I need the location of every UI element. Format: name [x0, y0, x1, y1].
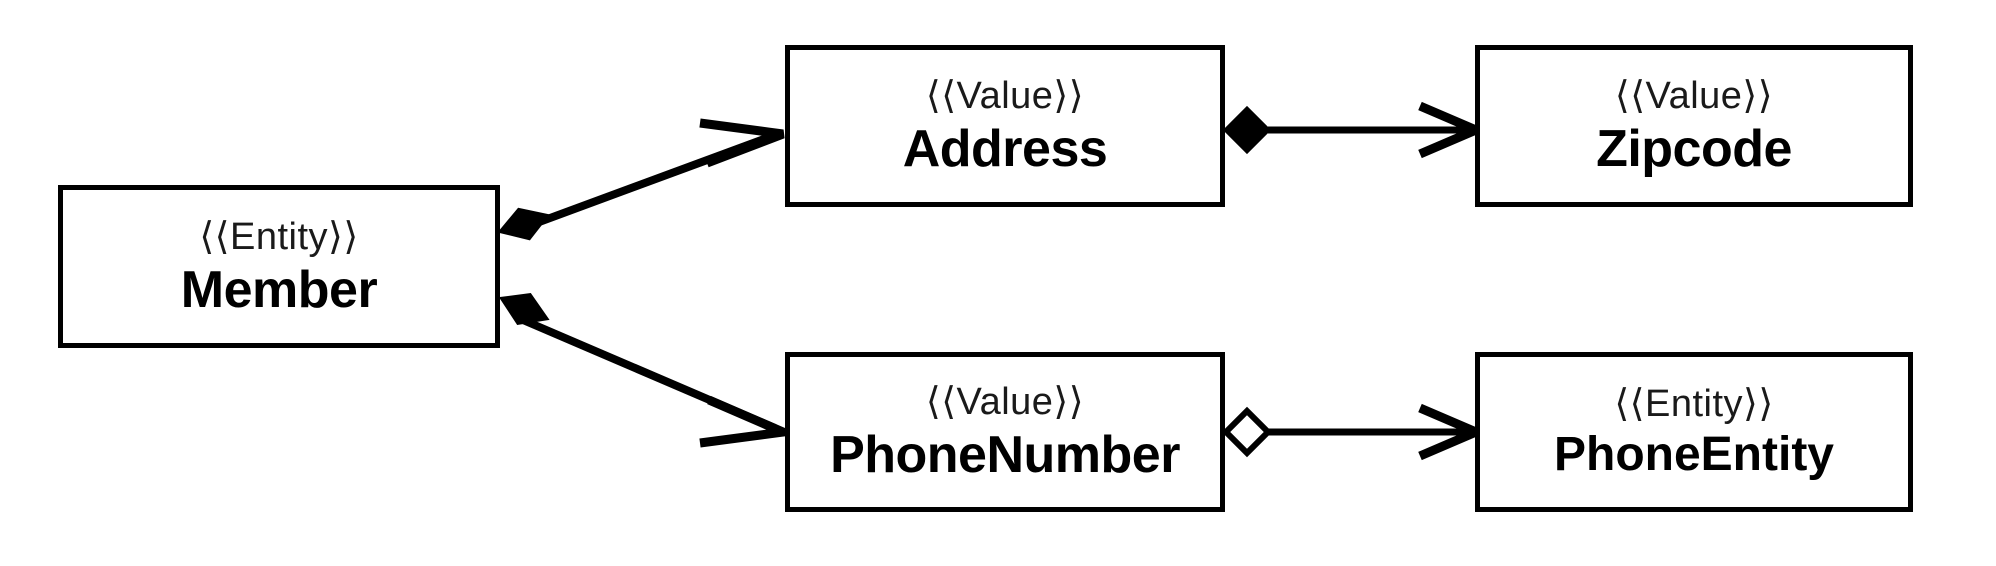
- node-stereotype: ⟨⟨Value⟩⟩: [1614, 75, 1774, 117]
- node-name: Member: [180, 260, 378, 319]
- node-address[interactable]: ⟨⟨Value⟩⟩ Address: [785, 45, 1225, 207]
- node-member[interactable]: ⟨⟨Entity⟩⟩ Member: [58, 185, 500, 348]
- connector-address-to-zipcode: [1222, 101, 1488, 159]
- open-arrow-icon: [699, 118, 785, 168]
- open-arrow-icon: [699, 395, 800, 448]
- node-name: Address: [902, 120, 1108, 178]
- node-phoneentity[interactable]: ⟨⟨Entity⟩⟩ PhoneEntity: [1475, 352, 1913, 512]
- filled-diamond-icon: [497, 207, 551, 241]
- connector-member-to-phonenumber: [498, 293, 800, 448]
- connector-phonenumber-to-phoneentity: [1221, 403, 1488, 461]
- node-name: PhoneNumber: [830, 426, 1180, 484]
- filled-diamond-icon: [1222, 105, 1272, 155]
- node-stereotype: ⟨⟨Entity⟩⟩: [199, 215, 359, 258]
- node-stereotype: ⟨⟨Value⟩⟩: [925, 381, 1085, 423]
- node-stereotype: ⟨⟨Value⟩⟩: [925, 75, 1085, 117]
- node-zipcode[interactable]: ⟨⟨Value⟩⟩ Zipcode: [1475, 45, 1913, 207]
- connector-member-to-address: [497, 118, 785, 241]
- node-name: Zipcode: [1596, 120, 1792, 178]
- hollow-diamond-icon: [1221, 406, 1273, 458]
- node-stereotype: ⟨⟨Entity⟩⟩: [1614, 383, 1774, 425]
- filled-diamond-icon: [498, 293, 550, 325]
- node-name: PhoneEntity: [1553, 428, 1834, 481]
- node-phonenumber[interactable]: ⟨⟨Value⟩⟩ PhoneNumber: [785, 352, 1225, 512]
